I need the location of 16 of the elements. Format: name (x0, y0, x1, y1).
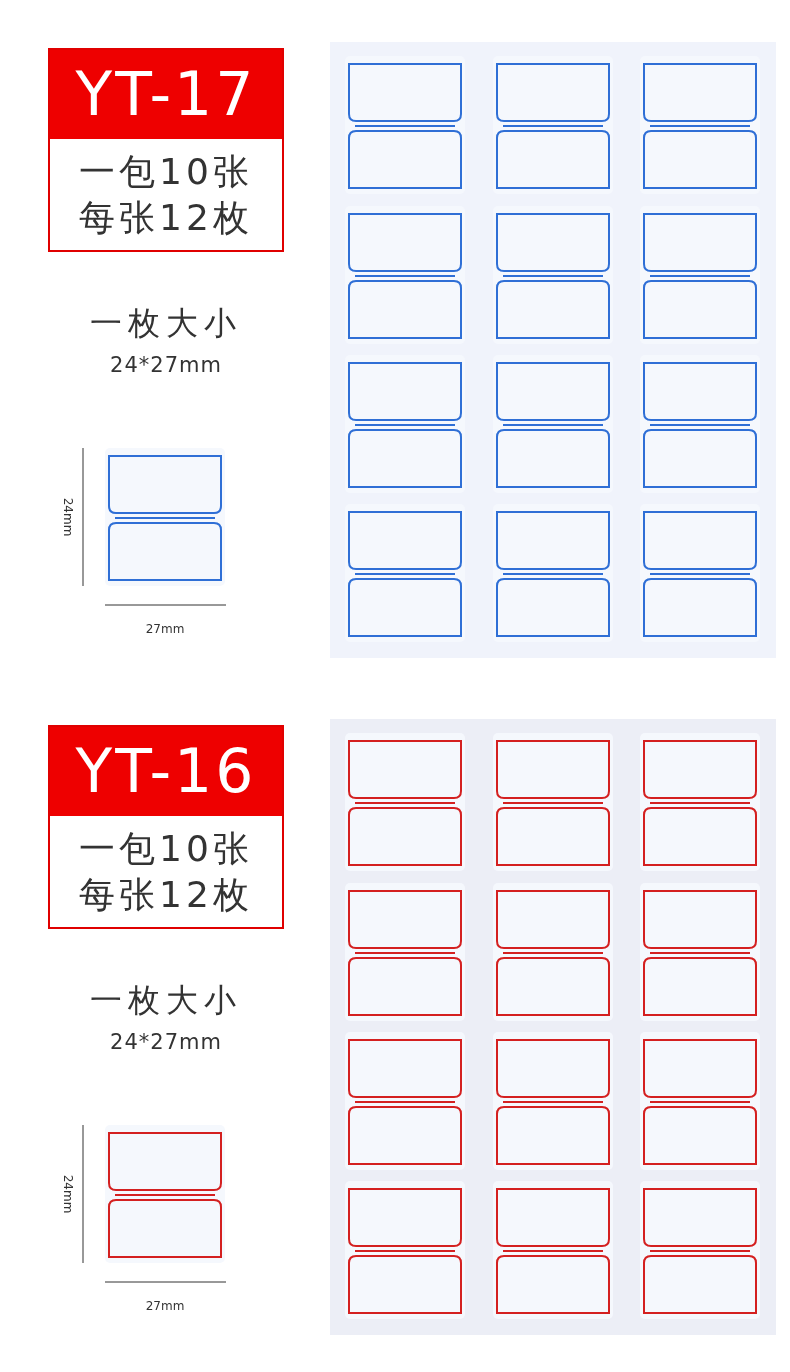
model-number: YT-16 (50, 727, 282, 816)
dimension-label: 24mm (60, 1174, 76, 1214)
spec-text: 每张12枚 (78, 196, 254, 240)
size-text: 24*27mm (109, 353, 223, 378)
dimension-label: 27mm (144, 1298, 186, 1314)
spec-text: 一包10张 (78, 827, 254, 871)
model-card (48, 725, 284, 929)
dimension-label: 27mm (144, 621, 186, 637)
model-number: YT-17 (50, 50, 282, 139)
size-heading: 一枚大小 (89, 305, 243, 341)
spec-text: 一包10张 (78, 150, 254, 194)
spec-text: 每张12枚 (78, 873, 254, 917)
size-heading: 一枚大小 (89, 982, 243, 1018)
model-card (48, 48, 284, 252)
dimension-label: 24mm (60, 497, 76, 537)
size-text: 24*27mm (109, 1030, 223, 1055)
